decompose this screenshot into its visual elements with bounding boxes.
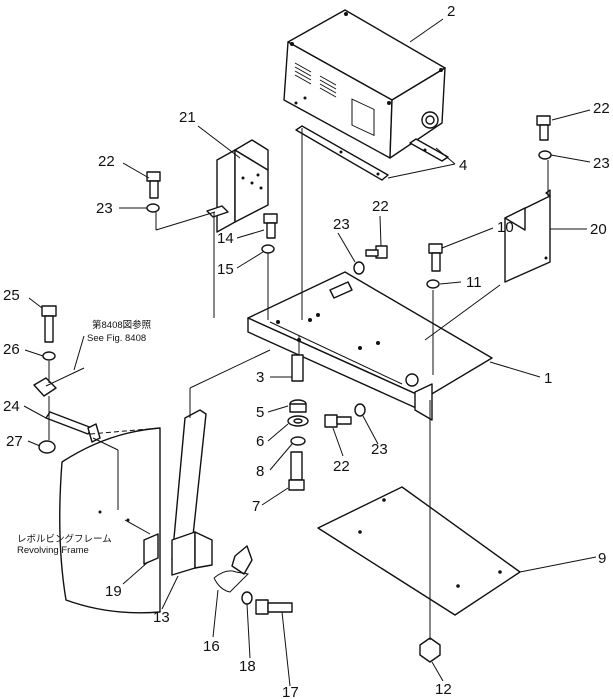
- callout-24: 24: [3, 398, 20, 415]
- callout-9: 9: [598, 550, 606, 567]
- bolt-22-lower: [324, 414, 352, 428]
- collar-3: [291, 354, 304, 382]
- callout-26: 26: [3, 341, 20, 358]
- callout-8: 8: [256, 463, 264, 480]
- callout-16: 16: [203, 638, 220, 655]
- callout-13: 13: [153, 609, 170, 626]
- callout-27: 27: [6, 433, 23, 450]
- bolt-10: [428, 243, 443, 272]
- callout-12: 12: [435, 681, 452, 698]
- callout-3: 3: [256, 369, 264, 386]
- controller-box: [283, 9, 446, 159]
- leader-lines: [23, 18, 597, 687]
- callout-7: 7: [252, 498, 260, 515]
- mounting-strips: [295, 125, 449, 181]
- callout-22: 22: [333, 458, 350, 475]
- callout-19: 19: [105, 583, 122, 600]
- callout-25: 25: [3, 287, 20, 304]
- callout-23: 23: [371, 441, 388, 458]
- clip-16: [213, 545, 253, 593]
- fig-ref-en: See Fig. 8408: [87, 333, 146, 344]
- bushing-5: [289, 399, 307, 413]
- rod-24: [45, 411, 101, 443]
- stay-13: [171, 409, 213, 576]
- main-plate: [247, 271, 493, 421]
- bracket-21: [206, 139, 269, 233]
- bolt-22-upper-right: [536, 115, 551, 141]
- callout-23: 23: [333, 216, 350, 233]
- bolt-14: [263, 213, 278, 239]
- bolt-25: [41, 305, 57, 343]
- bolt-7: [288, 451, 305, 491]
- callout-4: 4: [459, 157, 467, 174]
- callout-17: 17: [282, 684, 299, 699]
- nut-27: [38, 440, 56, 454]
- bolt-22-middle: [365, 245, 388, 259]
- callout-23: 23: [96, 200, 113, 217]
- assembly-lines: [48, 128, 549, 640]
- callout-14: 14: [217, 230, 234, 247]
- fig-ref-jp: 第8408図参照: [92, 319, 152, 331]
- bolt-22-left: [146, 171, 161, 199]
- callout-21: 21: [179, 109, 196, 126]
- bolt-17: [255, 599, 293, 615]
- callout-5: 5: [256, 404, 264, 421]
- clamp-26-assembly: [33, 367, 85, 397]
- callout-2: 2: [447, 3, 455, 20]
- callout-22: 22: [593, 100, 610, 117]
- washer-8: [290, 436, 306, 446]
- callout-numbers: 2 21 22 23 14 15 23 22 22 23 4 10 20 11 …: [3, 3, 610, 699]
- base-plate: [317, 486, 521, 616]
- bracket-20: [504, 189, 551, 283]
- mount-6: [287, 415, 309, 427]
- callout-22: 22: [372, 198, 389, 215]
- callout-15: 15: [217, 261, 234, 278]
- frame-label-jp: レボルビングフレーム: [17, 533, 112, 545]
- callout-18: 18: [239, 658, 256, 675]
- callout-10: 10: [497, 219, 514, 236]
- callout-11: 11: [466, 274, 482, 291]
- callout-22: 22: [98, 153, 115, 170]
- notes: 第8408図参照 See Fig. 8408 レボルビングフレーム Revolv…: [17, 319, 152, 556]
- nut-12: [419, 637, 441, 663]
- callout-1: 1: [544, 370, 552, 387]
- revolving-frame: [59, 427, 161, 614]
- callout-6: 6: [256, 433, 264, 450]
- plate-19: [143, 533, 159, 565]
- callout-20: 20: [590, 221, 607, 238]
- frame-label-en: Revolving Frame: [17, 545, 89, 556]
- callout-23: 23: [593, 155, 610, 172]
